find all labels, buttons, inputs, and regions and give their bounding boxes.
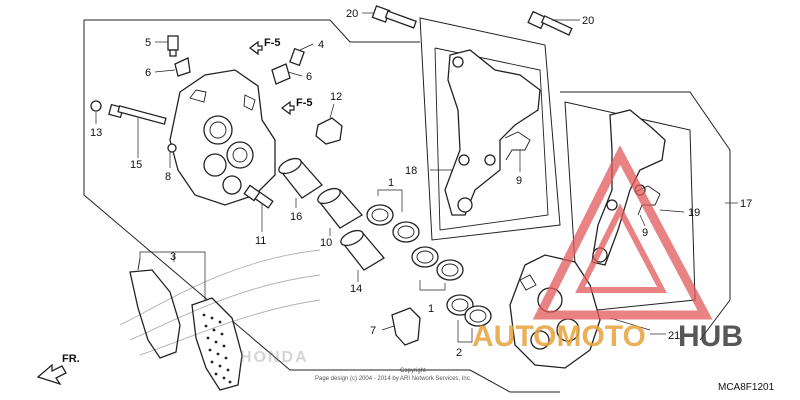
washer-8 xyxy=(167,143,177,153)
watermark-brand-part1: AUTOMOTO xyxy=(472,320,646,353)
assembly-outline xyxy=(83,19,731,393)
watermark-text: AUTOMOTO HUB xyxy=(472,320,743,353)
watermark-brand-part2: HUB xyxy=(678,320,743,353)
honda-wing-logo: HONDA xyxy=(119,249,321,366)
copyright-line-2: Page design (c) 2004 - 2014 by ARI Netwo… xyxy=(315,376,472,382)
caliper-body xyxy=(169,69,276,206)
watermark-triangle-inner-icon xyxy=(575,203,667,293)
boot-12 xyxy=(315,117,343,145)
slide-pin-15 xyxy=(108,103,167,125)
front-direction-label: FR. xyxy=(62,353,80,365)
ref-f5-top-arrow-icon xyxy=(248,40,263,56)
bolt-20-left xyxy=(362,5,417,29)
piston-10 xyxy=(316,187,364,229)
callout-18: 18 xyxy=(405,165,417,177)
reference-labels: F-5 F-5 xyxy=(248,37,313,116)
callout-14: 14 xyxy=(350,283,362,295)
spring-9a xyxy=(504,131,531,161)
honda-wordmark: HONDA xyxy=(240,349,309,366)
callout-3: 3 xyxy=(170,251,176,263)
callout-9b: 9 xyxy=(642,227,648,239)
callout-13: 13 xyxy=(90,127,102,139)
callout-20b: 20 xyxy=(582,15,594,27)
ref-f5-middle-arrow-icon xyxy=(280,100,295,116)
callout-15: 15 xyxy=(130,159,142,171)
callout-9a: 9 xyxy=(516,175,522,187)
callout-labels: 5 6 6 4 13 15 8 12 16 11 10 14 1 1 2 7 3… xyxy=(90,8,752,359)
front-direction-arrow xyxy=(36,363,67,386)
seal-set-2 xyxy=(446,294,492,343)
bleeder-4 xyxy=(271,47,305,85)
brake-pad-back xyxy=(129,257,181,359)
callout-7: 7 xyxy=(370,325,376,337)
callout-20a: 20 xyxy=(346,8,358,20)
piston-14 xyxy=(340,229,385,271)
spring-9b xyxy=(634,185,661,216)
callout-4: 4 xyxy=(318,39,324,51)
watermark xyxy=(532,145,713,320)
pad-spring-7 xyxy=(391,307,421,346)
cap-13 xyxy=(90,100,102,112)
seal-set-1a xyxy=(366,189,420,243)
callout-11: 11 xyxy=(255,235,266,247)
bleeder-5 xyxy=(167,35,191,77)
ref-f5-middle: F-5 xyxy=(296,97,313,109)
bolt-20-right xyxy=(527,10,580,36)
callout-6b: 6 xyxy=(306,71,312,83)
catalog-code: MCA8F1201 xyxy=(718,382,775,393)
watermark-triangle-icon xyxy=(532,145,713,320)
seal-set-1b xyxy=(411,246,464,291)
lead-lines xyxy=(95,41,738,335)
callout-16: 16 xyxy=(290,211,302,223)
callout-10: 10 xyxy=(320,237,332,249)
copyright-line-1: Copyright xyxy=(400,368,426,374)
callout-19: 19 xyxy=(688,207,700,219)
callout-12: 12 xyxy=(330,91,342,103)
callout-8: 8 xyxy=(165,171,171,183)
callout-17: 17 xyxy=(740,198,752,210)
callout-2: 2 xyxy=(456,347,462,359)
callout-1a: 1 xyxy=(388,177,394,189)
bracket-18 xyxy=(444,49,541,216)
pad-set-bracket-3 xyxy=(139,251,206,300)
callout-1b: 1 xyxy=(428,303,434,315)
caliper-bracket-box xyxy=(419,17,561,241)
piston-16 xyxy=(278,157,323,199)
callout-21: 21 xyxy=(668,330,680,342)
callout-5: 5 xyxy=(145,37,151,49)
brake-pad-front xyxy=(191,297,243,391)
callout-6a: 6 xyxy=(145,67,151,79)
pin-11 xyxy=(243,184,274,209)
ref-f5-top: F-5 xyxy=(264,37,281,49)
